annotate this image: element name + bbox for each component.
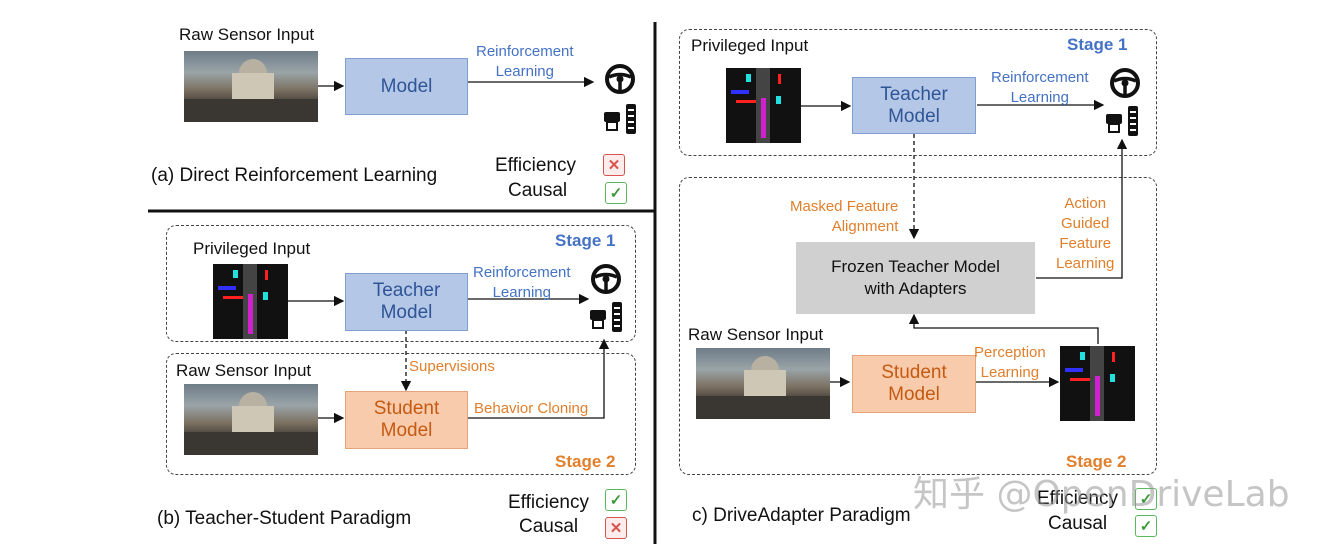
panel-c-teacher-label: Teacher Model	[880, 83, 948, 127]
pedals-icon	[1104, 102, 1142, 145]
panel-b-stage1-input-label: Privileged Input	[193, 239, 311, 258]
bev-map-image	[213, 264, 288, 339]
panel-c-stage1-title: Stage 1	[1067, 35, 1128, 54]
watermark: 知乎 @OpenDriveLab	[913, 474, 1290, 515]
bev-map-image	[1060, 346, 1135, 421]
panel-c-caption: c) DriveAdapter Paradigm	[692, 505, 911, 526]
panel-c-frozen-label: Frozen Teacher Model with Adapters	[831, 257, 1000, 298]
panel-b-causal-mark: ✕	[605, 517, 627, 539]
panel-c-stage1-frame	[679, 29, 1157, 156]
panel-c-stage2-title: Stage 2	[1066, 452, 1127, 471]
panel-b-teacher-label: Teacher Model	[372, 280, 441, 323]
panel-a-model-box: Model	[345, 58, 468, 115]
panel-c-mask-label: Masked Feature Alignment	[790, 198, 899, 235]
camera-image	[184, 51, 318, 122]
panel-b-student-label: Student Model	[373, 398, 440, 441]
pedals-icon	[602, 100, 640, 143]
steering-wheel-icon	[1108, 66, 1142, 105]
panel-c-student-label: Student Model	[881, 362, 947, 405]
pedals-icon	[588, 298, 626, 341]
panel-b-stage2-title: Stage 2	[555, 452, 616, 471]
panel-c-frozen-box: Frozen Teacher Model with Adapters	[796, 242, 1035, 314]
panel-c-action-label: Action Guided Feature Learning	[1056, 195, 1115, 272]
panel-b-stage2-frame	[166, 353, 636, 475]
panel-b-stage2-input-label: Raw Sensor Input	[176, 361, 312, 380]
panel-b-efficiency-mark: ✓	[605, 489, 627, 511]
panel-c-causal-mark: ✓	[1135, 515, 1157, 537]
panel-b-stage1-frame	[166, 225, 636, 342]
camera-image	[184, 384, 318, 455]
bev-map-image	[726, 68, 801, 143]
panel-b-teacher-box: Teacher Model	[345, 273, 468, 331]
panel-b-stage1-title: Stage 1	[555, 231, 616, 250]
panel-c-efficiency-label: Efficiency	[1037, 488, 1118, 509]
steering-wheel-icon	[589, 262, 623, 301]
panel-c-perception-label: Perception Learning	[974, 344, 1046, 381]
panel-c-stage2-input-label: Raw Sensor Input	[688, 325, 824, 344]
panel-b-student-box: Student Model	[345, 391, 468, 449]
panel-a-efficiency-label: Efficiency	[495, 155, 576, 176]
panel-c-teacher-box: Teacher Model	[852, 77, 976, 134]
panel-b-causal-label: Causal	[519, 516, 579, 537]
panel-a-model-label: Model	[380, 75, 433, 97]
camera-image	[696, 348, 830, 419]
steering-wheel-icon	[603, 62, 637, 101]
panel-b-rl-label: Reinforcement Learning	[473, 264, 571, 301]
panel-c-efficiency-mark: ✓	[1135, 488, 1157, 510]
panel-c-student-box: Student Model	[852, 355, 976, 413]
panel-a-efficiency-mark: ✕	[603, 154, 625, 176]
panel-c-stage2-frame	[679, 177, 1157, 475]
panel-a-arrow-label: Reinforcement Learning	[476, 43, 574, 80]
panel-b-caption: (b) Teacher-Student Paradigm	[157, 508, 412, 529]
panel-c-stage1-input-label: Privileged Input	[691, 36, 809, 55]
panel-a-input-label: Raw Sensor Input	[179, 25, 315, 44]
panel-a-caption: (a) Direct Reinforcement Learning	[151, 165, 438, 186]
panel-b-efficiency-label: Efficiency	[508, 492, 589, 513]
panel-a-causal-label: Causal	[508, 180, 568, 201]
panel-c-causal-label: Causal	[1048, 513, 1108, 534]
panel-c-rl-label: Reinforcement Learning	[991, 69, 1089, 106]
panel-b-supervision-label: Supervisions	[409, 358, 495, 375]
panel-a-causal-mark: ✓	[605, 182, 627, 204]
panel-b-bc-label: Behavior Cloning	[474, 400, 589, 417]
